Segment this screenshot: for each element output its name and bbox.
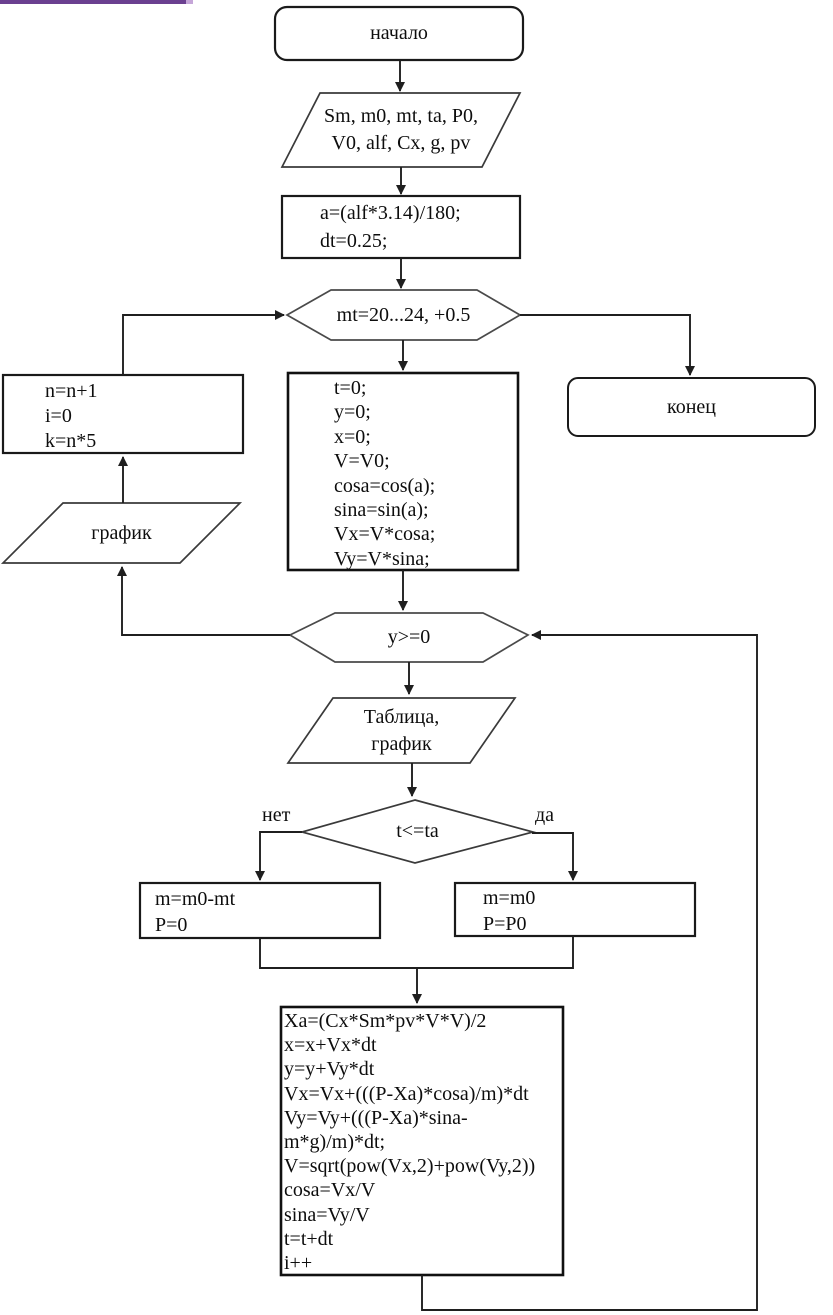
io-table-graph-parallelogram — [286, 697, 517, 764]
process-init-state — [286, 371, 520, 572]
edge-decision-yes — [532, 832, 578, 881]
edge-decision-no — [255, 831, 302, 881]
edge-merge — [259, 936, 574, 969]
loop-y-hexagon — [288, 612, 530, 663]
process-branch-no — [138, 881, 382, 940]
process-init-angle — [280, 194, 522, 260]
edge-counter-mt — [122, 310, 285, 375]
process-counter — [1, 373, 245, 455]
edge-mt-end — [520, 314, 695, 376]
edge-ly-graph — [117, 566, 290, 636]
process-compute — [279, 1005, 565, 1277]
io-graph-parallelogram — [0, 502, 243, 564]
accent-bar — [0, 0, 193, 4]
io-input-parallelogram — [280, 92, 522, 168]
decision-t-diamond — [298, 799, 537, 864]
terminator-start — [273, 5, 525, 62]
process-branch-yes — [453, 881, 697, 938]
loop-mt-hexagon — [285, 289, 522, 341]
edge-compute-ly-feedback — [421, 630, 758, 1311]
terminator-end — [567, 377, 816, 437]
